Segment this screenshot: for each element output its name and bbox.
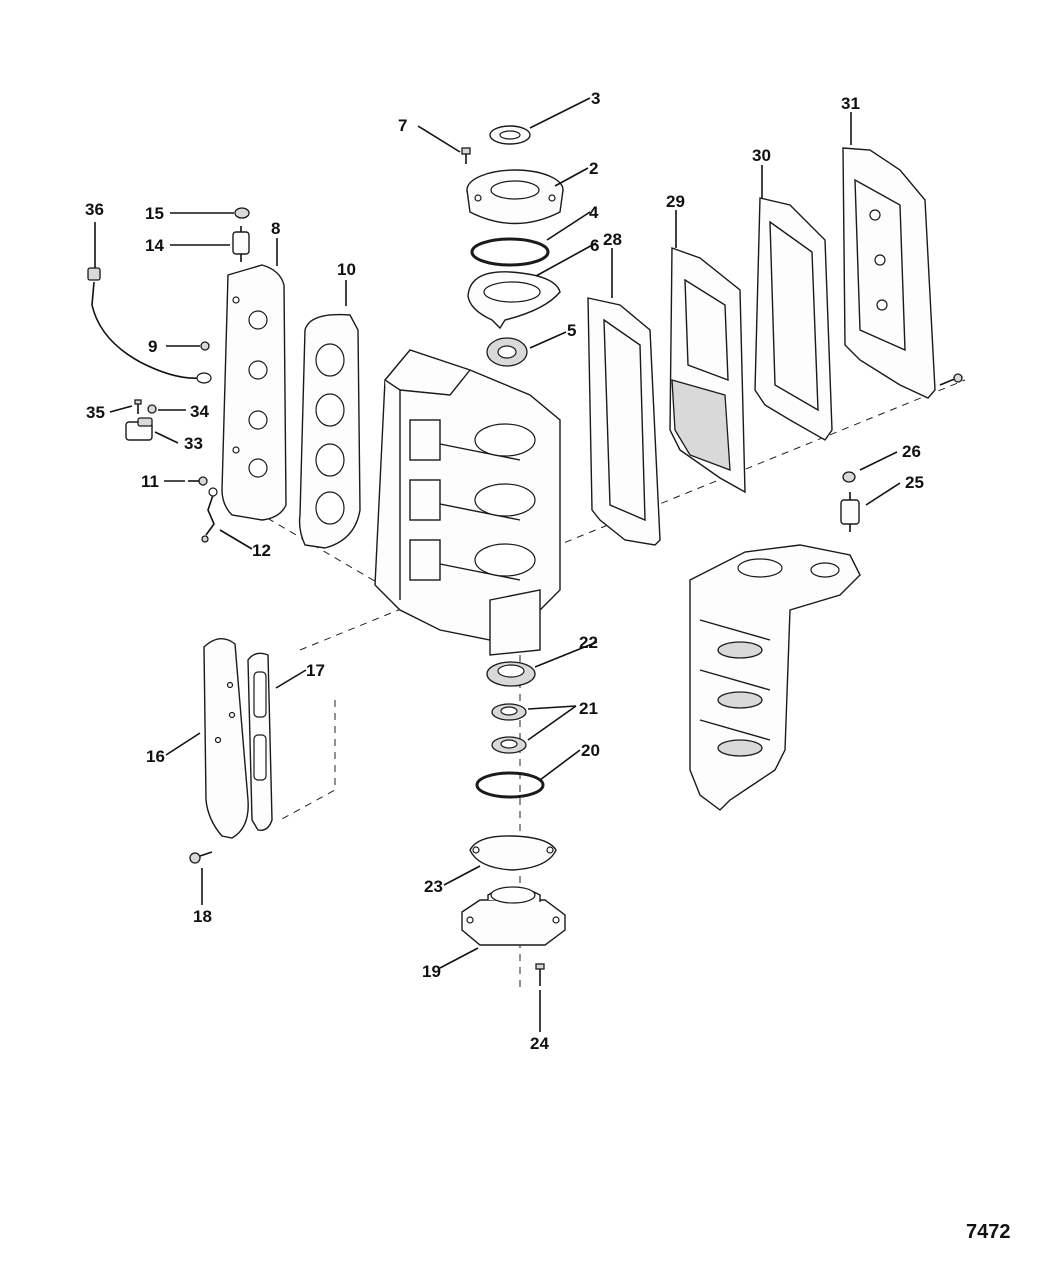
part-23-gasket (469, 835, 557, 871)
callout-25: 25 (905, 473, 924, 492)
part-30-gasket (754, 197, 833, 441)
callout-7: 7 (398, 116, 407, 135)
part-24-screw (535, 963, 545, 986)
part-7-screw (461, 147, 471, 164)
part-2-end-cap (466, 169, 564, 225)
part-19-end-cap (461, 886, 566, 946)
part-15-nut (234, 207, 250, 219)
part-20-o-ring (475, 771, 545, 799)
callout-12: 12 (252, 541, 271, 560)
part-18-screw (189, 851, 213, 864)
callout-35: 35 (86, 403, 105, 422)
part-33-clamp (125, 417, 153, 441)
part-29-cover (669, 247, 746, 494)
part-3-seal (489, 125, 531, 145)
callout-labels: 2 3 4 5 6 7 8 9 10 11 12 14 15 16 17 18 … (85, 89, 924, 1053)
cylinder-block (374, 349, 561, 656)
callout-17: 17 (306, 661, 325, 680)
callout-26: 26 (902, 442, 921, 461)
callout-5: 5 (567, 321, 576, 340)
callout-19: 19 (422, 962, 441, 981)
callout-20: 20 (581, 741, 600, 760)
callout-21: 21 (579, 699, 598, 718)
part-4-o-ring (470, 237, 550, 267)
callout-15: 15 (145, 204, 164, 223)
callout-9: 9 (148, 337, 157, 356)
part-8-cylinder-head (221, 264, 287, 521)
callout-29: 29 (666, 192, 685, 211)
callout-30: 30 (752, 146, 771, 165)
part-11-screw (188, 476, 208, 486)
part-21-seals (491, 703, 527, 754)
callout-4: 4 (589, 203, 599, 222)
callout-8: 8 (271, 219, 280, 238)
crankcase-half (689, 544, 861, 811)
leader-lines (94, 97, 901, 1032)
callout-16: 16 (146, 747, 165, 766)
part-17-gasket (247, 652, 273, 831)
callout-23: 23 (424, 877, 443, 896)
callout-33: 33 (184, 434, 203, 453)
callout-2: 2 (589, 159, 598, 178)
part-34-screw (147, 404, 157, 414)
callout-31: 31 (841, 94, 860, 113)
callout-11: 11 (141, 472, 159, 491)
callout-28: 28 (603, 230, 622, 249)
part-16-plate (203, 638, 249, 839)
part-26-nut (842, 471, 856, 483)
drawing-reference-number: 7472 (966, 1221, 1011, 1243)
part-5-bearing (486, 337, 528, 367)
part-6-gasket (467, 271, 561, 330)
part-25-mount (840, 492, 860, 532)
callout-36: 36 (85, 200, 104, 219)
part-12-lead (201, 487, 218, 543)
callout-34: 34 (190, 402, 209, 421)
callout-6: 6 (590, 236, 599, 255)
callout-22: 22 (579, 633, 598, 652)
callout-18: 18 (193, 907, 212, 926)
callout-3: 3 (591, 89, 600, 108)
callout-10: 10 (337, 260, 356, 279)
part-28-gasket (587, 297, 661, 546)
part-31-exhaust-cover (842, 147, 963, 399)
part-36-ground-wire (87, 267, 212, 384)
part-22-bearing (486, 661, 536, 687)
part-35-screw (134, 399, 142, 414)
part-14-mount (232, 226, 250, 262)
callout-24: 24 (530, 1034, 549, 1053)
part-9-screw (200, 341, 210, 351)
callout-14: 14 (145, 236, 164, 255)
part-10-head-gasket (298, 313, 361, 549)
